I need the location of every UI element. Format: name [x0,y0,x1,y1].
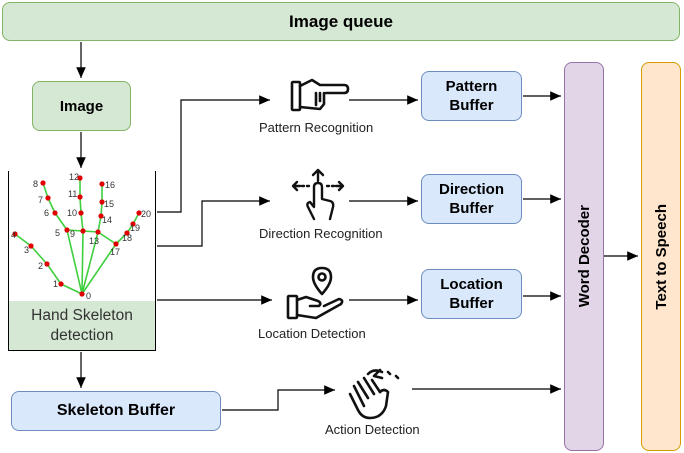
skeleton-keypoint-label: 9 [70,229,75,239]
skeleton-keypoint-label: 5 [55,228,60,238]
skeleton-keypoint-label: 15 [104,199,114,209]
direction-recognition-label: Direction Recognition [259,226,383,241]
skeleton-keypoint [28,243,34,249]
skeleton-buffer-label: Skeleton Buffer [56,402,176,419]
skeleton-keypoint [77,194,83,200]
skeleton-keypoint [64,227,70,233]
skeleton-bone [66,229,84,232]
skeleton-bone [81,230,84,295]
skeleton-keypoint [12,231,18,237]
skeleton-keypoint-label: 13 [89,236,99,246]
image-queue-label: Image queue [289,11,393,31]
text-to-speech-label: Text to Speech [652,203,670,310]
skeleton-keypoint-label: 1 [53,279,58,289]
skeleton-keypoint [124,230,130,236]
skeleton-keypoint [130,221,136,227]
skeleton-bone [47,197,56,214]
skeleton-keypoint [95,229,101,235]
skeleton-bone [66,229,83,295]
skeleton-keypoint-label: 4 [11,230,16,240]
word-decoder-label: Word Decoder [575,205,593,308]
skeleton-bone [54,212,68,231]
skeleton-keypoint-label: 17 [110,247,120,257]
arrow-skeleton-to-pattern [157,95,270,213]
skeleton-keypoint [113,241,119,247]
skeleton-keypoint-label: 19 [130,223,140,233]
pattern-buffer-label: Pattern Buffer [445,78,498,114]
skeleton-keypoint-label: 20 [141,209,151,219]
skeleton-buffer-box: Skeleton Buffer [11,391,221,431]
skeleton-keypoint-label: 14 [102,215,112,225]
skeleton-keypoint-label: 11 [68,189,77,199]
skeleton-bone [81,231,99,295]
skeleton-keypoint [45,195,51,201]
swipe-gesture-icon [291,168,345,221]
skeleton-keypoint [40,180,46,186]
skeleton-bone [79,196,82,214]
skeleton-bone [14,233,32,247]
arrow-skeleton-to-direction [157,196,270,247]
hand-skeleton-caption: Hand Skeleton detection [31,306,133,344]
skeleton-keypoint-label: 2 [38,261,43,271]
skeleton-keypoint [98,213,104,219]
skeleton-bone [97,215,102,233]
direction-buffer-label: Direction Buffer [438,181,504,217]
skeleton-keypoint [52,210,58,216]
skeleton-bone [80,212,84,232]
skeleton-keypoint [77,175,83,181]
skeleton-keypoint-label: 12 [69,172,79,182]
arrow-skelbuffer-to-action [222,385,335,411]
skeleton-keypoint [58,281,64,287]
location-buffer-box: Location Buffer [421,269,522,319]
pointing-hand-icon [290,78,350,112]
direction-buffer-box: Direction Buffer [421,174,522,224]
image-box: Image [32,81,131,131]
skeleton-keypoint [79,291,85,297]
skeleton-keypoint [99,181,105,187]
action-detection-label: Action Detection [325,422,420,437]
hand-skeleton-caption-box: Hand Skeleton detection [9,301,155,350]
skeleton-bone [30,245,48,265]
skeleton-keypoint-label: 16 [105,180,115,190]
skeleton-keypoint-label: 10 [67,208,77,218]
skeleton-keypoint [44,261,50,267]
skeleton-keypoint [99,199,105,205]
skeleton-keypoint-label: 7 [38,195,43,205]
image-label: Image [59,97,104,115]
skeleton-bone [97,231,117,245]
location-buffer-label: Location Buffer [440,276,503,312]
pattern-recognition-label: Pattern Recognition [259,120,374,135]
location-pin-hand-icon [286,266,344,320]
skeleton-bone [42,182,49,199]
image-queue-box: Image queue [2,2,680,41]
skeleton-keypoint [78,210,84,216]
skeleton-keypoint-label: 0 [86,291,91,301]
skeleton-keypoint [136,210,142,216]
location-detection-label: Location Detection [258,326,366,341]
text-to-speech-box: Text to Speech [641,62,681,451]
pattern-buffer-box: Pattern Buffer [421,71,522,121]
skeleton-bone [46,263,62,285]
skeleton-keypoint-label: 3 [24,245,29,255]
skeleton-keypoint-label: 6 [44,208,49,218]
word-decoder-box: Word Decoder [564,62,604,451]
skeleton-keypoint [80,228,86,234]
skeleton-bone [81,243,117,295]
skeleton-keypoint-label: 8 [33,179,38,189]
wave-hand-icon [348,368,400,420]
skeleton-keypoint-label: 18 [122,233,132,243]
skeleton-bone [60,283,83,295]
